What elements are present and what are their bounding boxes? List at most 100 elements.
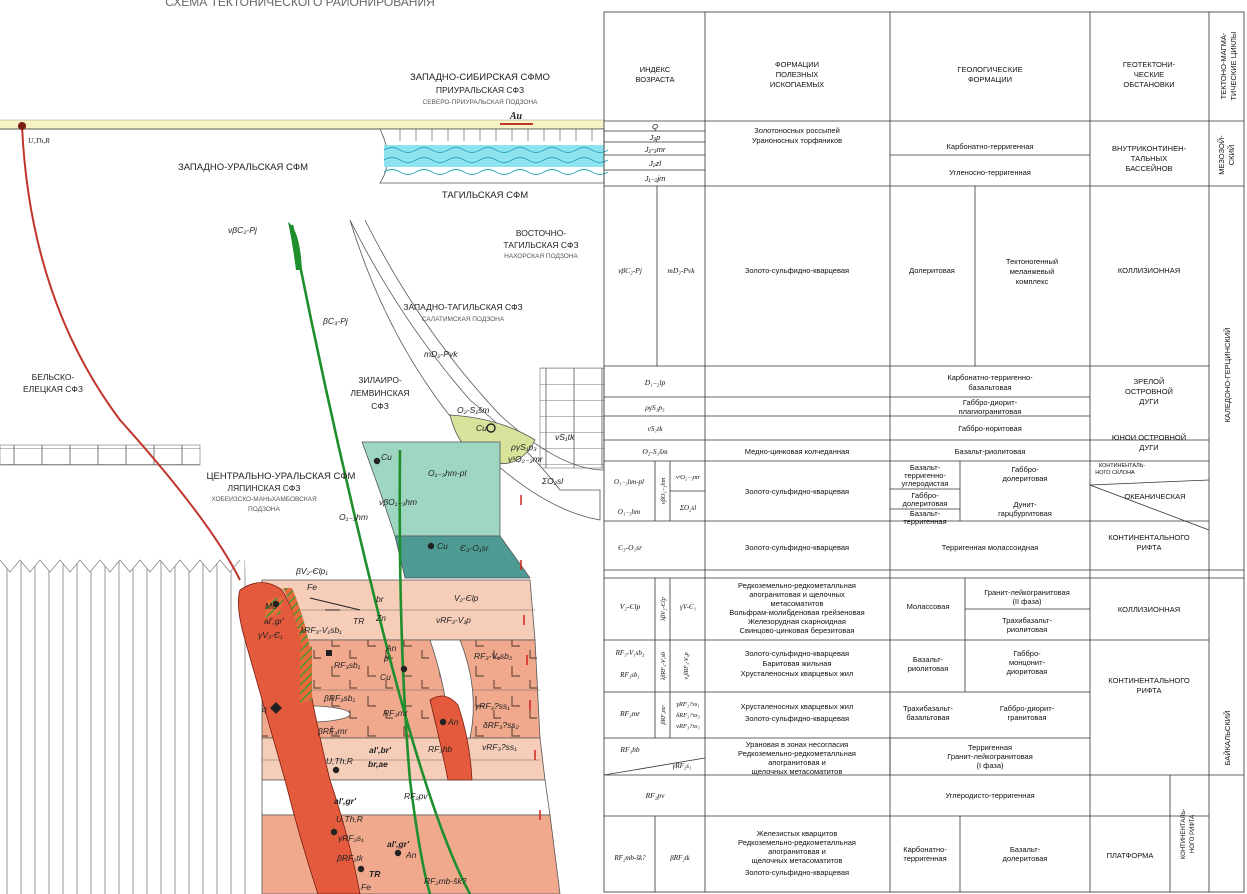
lbl-zilair-1: ЗИЛАИРО-: [358, 375, 402, 385]
bas-terr-1: Базальт-: [910, 509, 941, 518]
gabbro-dior-2: плагиогранитовая: [959, 407, 1022, 416]
grfss-3: vRF₃?ss₁: [676, 723, 700, 730]
row-osm: O₂-S₁šm: [642, 447, 668, 456]
terr-gran-2: Гранит-лейкогранитовая: [947, 752, 1033, 761]
lbl-vrf: νRF₃-V₁p: [436, 615, 471, 625]
karb-terr-bas-2: базальтовая: [968, 383, 1011, 392]
lbl-cu-mid: Cu: [380, 672, 391, 682]
yun-1: ЮНОИ ОСТРОВНОЙ: [1112, 433, 1186, 442]
zrel-2: ОСТРОВНОЙ: [1125, 387, 1173, 396]
hatched-strip: [283, 588, 312, 660]
row-ojm: O₁₋₃hm: [618, 508, 640, 516]
gab-mon-2: монцонит-: [1009, 658, 1046, 667]
btu-3: углеродистая: [902, 479, 949, 488]
lbl-uthr-mid: U,Th,R: [326, 756, 353, 766]
lbl-cu-o: Cu: [476, 423, 487, 433]
vnutri-2: ТАЛЬНЫХ: [1131, 154, 1167, 163]
row-vbrf: ν,βRF₃-V₁p: [684, 652, 690, 679]
uran-1: Урановая в зонах несогласия: [746, 740, 848, 749]
lbl-priural: ПРИУРАЛЬСКАЯ СФЗ: [436, 85, 524, 95]
zhel-4: щелочных метасоматитов: [752, 856, 843, 865]
kont-rifta-v-2: НОГО РИФТА: [1190, 815, 1196, 853]
vnutri-3: БАССЕЙНОВ: [1125, 164, 1172, 173]
map-header: СХЕМА ТЕКТОНИЧЕСКОГО РАЙОНИРОВАНИЯ: [165, 0, 435, 9]
bas-riol: Базальт-риолитовая: [955, 447, 1026, 456]
row-rfpv: RF₂pv: [645, 791, 666, 800]
row-lbrf: λβRF₃-V₁sb: [661, 652, 667, 681]
lbl-albr: al',br': [369, 745, 392, 755]
redk-2: апогранитовая и щелочных: [749, 590, 845, 599]
uran-2: Редкоземельно-редкометалльная: [738, 749, 856, 758]
lbl-zap-tagil: ЗАПАДНО-ТАГИЛЬСКАЯ СФЗ: [403, 302, 522, 312]
okean: ОКЕАНИЧЕСКАЯ: [1124, 492, 1185, 501]
baikal: БАЙКАЛЬСКИЙ: [1223, 711, 1232, 766]
lbl-au-top: Au: [509, 111, 523, 122]
lbl-vost-tagil-1: ВОСТОЧНО-: [516, 228, 567, 238]
lbl-gv: γV₂-Є₁: [258, 630, 283, 640]
lbl-vbo13hm: νβO₁₋₃hm: [379, 497, 417, 507]
uglerod: Углеродисто-терригенная: [945, 791, 1034, 800]
dunit-2: гарцбургитовая: [998, 509, 1052, 518]
lbl-q: q: [262, 704, 267, 714]
trah-bas-1: Трахибазальт-: [903, 704, 953, 713]
lbl-md2pvk: mD₂-Pvk: [424, 349, 458, 359]
trah-riol-2: риолитовая: [1007, 625, 1048, 634]
lbl-vo23mr: vˢO₂₋₃mr: [508, 454, 544, 464]
zsk-3: Золото-сульфидно-кварцевая: [745, 543, 849, 552]
zhel-1: Железистых кварцитов: [757, 829, 838, 838]
gab-mon-3: диоритовая: [1007, 667, 1048, 676]
platform-vlines: [0, 560, 255, 894]
row-rfhb: RF₃hb: [619, 745, 640, 754]
lbl-vost-tagil-2: ТАГИЛЬСКАЯ СФЗ: [503, 240, 578, 250]
lbl-an3: An: [405, 850, 417, 860]
legend-table-text: ИНДЕКС ВОЗРАСТА ФОРМАЦИИ ПОЛЕЗНЫХ ИСКОПА…: [613, 31, 1238, 877]
lbl-fe: Fe: [307, 582, 317, 592]
mz-min-2: Ураноносных торфяников: [752, 136, 842, 145]
btu-1: Базальт-: [910, 463, 941, 472]
mz-min-1: Золотоносных россыпей: [754, 126, 840, 135]
lbl-e3o1sr: Є₃-O₁sr: [460, 543, 490, 553]
lbl-v2clp: V₂-Єlp: [454, 593, 479, 603]
lbl-bv2clp1: βV₂-Єlp₁: [295, 566, 328, 576]
lbl-brf3: βRF₃sb₁: [323, 693, 356, 703]
hdr-cycles-1: ТЕКТОНО-МАГМА-: [1219, 32, 1228, 99]
lbl-rf3hb: RF₃hb: [428, 744, 452, 754]
hdr-geol-2: ФОРМАЦИИ: [968, 75, 1012, 84]
red-intrusion-right: [429, 695, 473, 781]
row-jjm: J₁₋₂jm: [644, 174, 666, 183]
lbl-algr2: al',gr': [334, 796, 357, 806]
bas-terr-2: терригенная: [903, 517, 946, 526]
dolerit: Долеритовая: [909, 266, 955, 275]
row-jmr: J₂-₃mr: [644, 145, 666, 154]
green-line-main: [290, 224, 472, 894]
karb-terr: Карбонатно-терригенная: [947, 142, 1034, 151]
lbl-cu-dark: Cu: [437, 541, 448, 551]
uran-4: щелочных метасоматитов: [752, 767, 843, 776]
lbl-so2sl: ΣO₂sl: [541, 476, 564, 486]
lbl-p: p': [383, 653, 391, 663]
gab-dior-gr-1: Габбро-диорит-: [1000, 704, 1055, 713]
karb-terr-bas-1: Карбонатно-терригенно-: [947, 373, 1033, 382]
red-boundary-line: [21, 125, 241, 581]
lbl-mo: Mo: [265, 601, 277, 611]
lbl-an2: An: [447, 717, 459, 727]
lbl-rf2pv: RF₂pv: [404, 791, 428, 801]
row-dlp: D₁₋₂lp: [644, 378, 666, 387]
ugl-terr: Угленосно-терригенная: [949, 168, 1031, 177]
zsk-bar-3: Хрусталеносных кварцевых жил: [741, 669, 854, 678]
dunit-1: Дунит-: [1013, 500, 1037, 509]
zsk-bar-1: Золото-сульфидно-кварцевая: [745, 649, 849, 658]
karb-terr2-2: терригенная: [903, 854, 946, 863]
hdr-geot-2: ЧЕСКИЕ: [1134, 70, 1164, 79]
bas-dol-1: Базальт-: [1010, 845, 1041, 854]
row-brfmr: βRF₃mr: [661, 705, 667, 726]
bas-dol-2: долеритовая: [1003, 854, 1048, 863]
yun-2: ДУГИ: [1139, 443, 1158, 452]
kont-skl-2: НОГО СКЛОНА: [1095, 470, 1135, 476]
lbl-hobeiz-1: ХОБЕИЗСКО-МАНЬХАМБОВСКАЯ: [211, 496, 317, 503]
zrel-1: ЗРЕЛОЙ: [1134, 377, 1165, 386]
zhel-5: Золото-сульфидно-кварцевая: [745, 868, 849, 877]
row-rfvsb: RF₃-V₁sb₂: [615, 649, 645, 657]
bas-riol2-1: Базальт-: [913, 655, 944, 664]
